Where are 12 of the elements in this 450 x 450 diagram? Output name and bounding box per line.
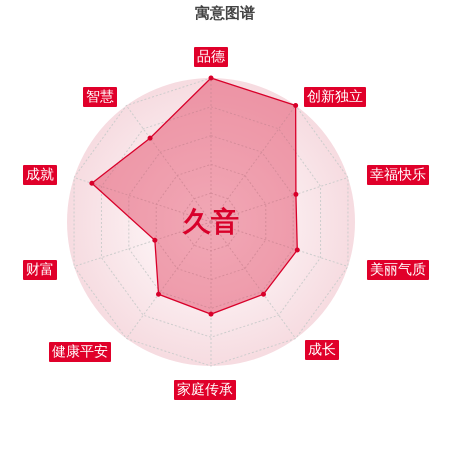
chart-title: 寓意图谱 — [194, 4, 256, 23]
axis-label: 健康平安 — [49, 342, 111, 362]
axis-label: 品德 — [194, 47, 228, 67]
axis-label: 财富 — [23, 260, 57, 280]
axis-label: 美丽气质 — [367, 260, 429, 280]
axis-label: 成长 — [305, 340, 339, 360]
axis-label: 成就 — [23, 165, 57, 185]
axis-label: 家庭传承 — [174, 380, 236, 400]
axis-label: 幸福快乐 — [367, 165, 429, 185]
axis-label: 创新独立 — [304, 87, 366, 107]
axis-label: 智慧 — [83, 87, 117, 107]
name-text: 久音 — [183, 204, 239, 240]
